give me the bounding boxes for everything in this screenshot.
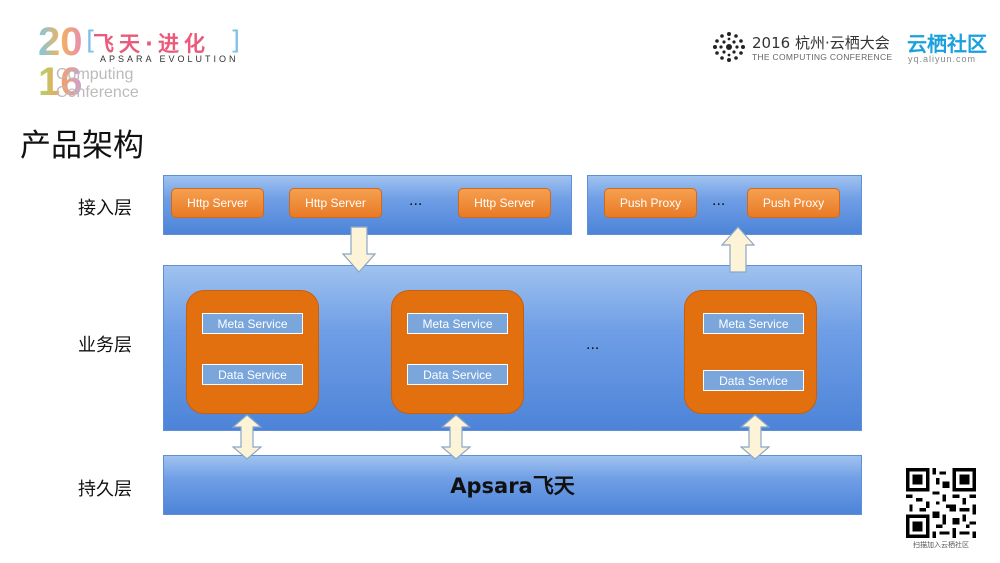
bidirectional-arrow-icon (740, 414, 770, 460)
push-proxy-ellipsis: ... (712, 192, 726, 209)
push-proxy-node: Push Proxy (604, 188, 697, 218)
bidirectional-arrow-icon (232, 414, 262, 460)
year-top: 20 (38, 20, 83, 64)
business-layer-label: 业务层 (78, 335, 132, 356)
computing-conference-logo: 2016 杭州·云栖大会 THE COMPUTING CONFERENCE 云栖… (712, 28, 997, 68)
yunqi-community-brand: 云栖社区 (907, 32, 987, 56)
logo-computing: Computing (56, 66, 134, 83)
data-service-node: Data Service (407, 364, 508, 385)
conference-globe-icon (713, 32, 745, 62)
bracket-right: ] (230, 26, 241, 56)
apsara-feitian-label: Apsara飞天 (450, 474, 575, 498)
qr-code-icon (906, 468, 976, 538)
http-server-node: Http Server (171, 188, 264, 218)
service-group (186, 290, 319, 414)
conference-subtitle: THE COMPUTING CONFERENCE (752, 52, 893, 62)
bidirectional-arrow-icon (441, 414, 471, 460)
service-group (391, 290, 524, 414)
logo-conference: Conference (56, 84, 139, 101)
yunqi-url: yq.aliyun.com (908, 54, 977, 64)
meta-service-node: Meta Service (202, 313, 303, 334)
meta-service-node: Meta Service (407, 313, 508, 334)
year-bottom: 16 (38, 60, 83, 104)
page-title: 产品架构 (20, 128, 144, 164)
bracket-left: [ (86, 26, 97, 56)
http-server-node: Http Server (289, 188, 382, 218)
qr-caption: 扫描加入云栖社区 (913, 541, 969, 549)
access-layer-label: 接入层 (78, 198, 132, 219)
data-service-node: Data Service (202, 364, 303, 385)
persistence-layer-label: 持久层 (78, 479, 132, 500)
apsara-evolution-logo: 20 16 [ 飞天·进化 ] APSARA EVOLUTION Computi… (38, 22, 268, 102)
down-arrow-icon (342, 226, 376, 273)
data-service-node: Data Service (703, 370, 804, 391)
up-arrow-icon (721, 226, 755, 273)
push-proxy-node: Push Proxy (747, 188, 840, 218)
service-group (684, 290, 817, 414)
conference-name: 2016 杭州·云栖大会 (752, 34, 890, 52)
persistence-layer-band: Apsara飞天 (163, 455, 862, 515)
logo-title: 飞天·进化 (93, 32, 210, 56)
meta-service-node: Meta Service (703, 313, 804, 334)
http-server-ellipsis: ... (409, 192, 423, 209)
http-server-node: Http Server (458, 188, 551, 218)
logo-subtitle: APSARA EVOLUTION (100, 54, 239, 64)
service-group-ellipsis: ... (586, 336, 600, 353)
